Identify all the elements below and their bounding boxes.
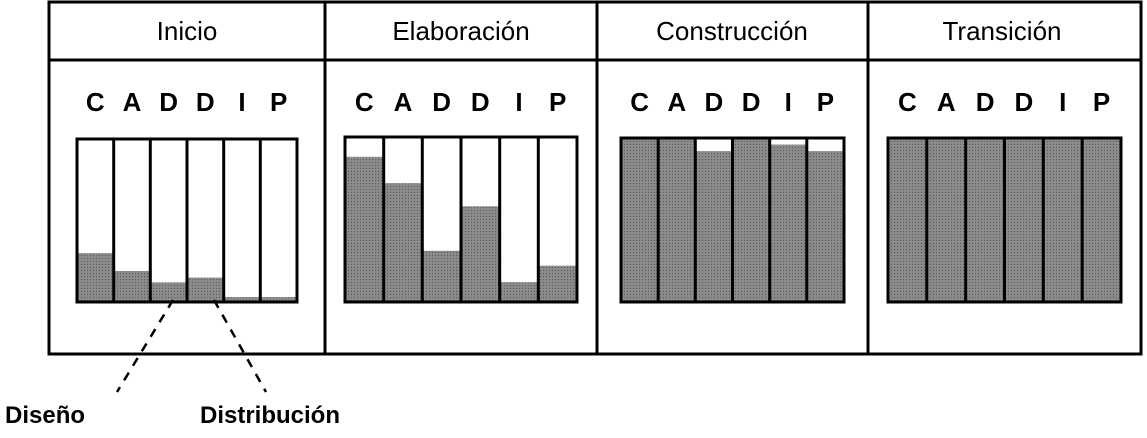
callout-label-distribution: Distribución (200, 402, 340, 429)
bar-construccion-1 (658, 138, 696, 302)
discipline-letter-construccion-2: D (705, 87, 724, 117)
bar-inicio-2 (150, 282, 187, 302)
discipline-letter-elaboracion-5: P (549, 87, 566, 117)
discipline-letter-transicion-5: P (1093, 87, 1110, 117)
phase-header-construccion: Construcción (656, 16, 808, 46)
discipline-letter-inicio-2: D (159, 87, 178, 117)
bar-transicion-3 (1004, 138, 1044, 302)
discipline-letter-transicion-1: A (937, 87, 956, 117)
table-frame (47, 0, 1143, 356)
discipline-letter-inicio-5: P (270, 87, 287, 117)
bar-elaboracion-5 (538, 265, 577, 302)
bar-construccion-5 (806, 151, 844, 302)
discipline-letter-transicion-4: I (1059, 87, 1066, 117)
discipline-letter-transicion-2: D (976, 87, 995, 117)
bar-transicion-5 (1082, 138, 1121, 302)
bar-transicion-2 (965, 138, 1005, 302)
discipline-letter-construccion-1: A (667, 87, 686, 117)
discipline-letter-elaboracion-2: D (432, 87, 451, 117)
discipline-letter-construccion-5: P (817, 87, 834, 117)
bar-construccion-0 (621, 138, 659, 302)
bar-panel-border-inicio (75, 137, 299, 304)
discipline-letter-construccion-4: I (785, 87, 792, 117)
bar-inicio-4 (223, 297, 261, 302)
bar-panel-border-construccion (619, 136, 846, 304)
bar-elaboracion-3 (461, 206, 500, 302)
discipline-letter-transicion-3: D (1015, 87, 1034, 117)
discipline-letter-inicio-4: I (238, 87, 245, 117)
callout-label-design: Diseño (5, 402, 85, 429)
bar-inicio-3 (187, 277, 224, 302)
discipline-letter-inicio-3: D (196, 87, 215, 117)
discipline-letter-inicio-1: A (123, 87, 142, 117)
discipline-letter-inicio-0: C (86, 87, 105, 117)
bar-construccion-3 (732, 138, 770, 302)
phase-header-transicion: Transición (943, 16, 1062, 46)
discipline-letter-elaboracion-1: A (394, 87, 413, 117)
bar-construccion-2 (695, 151, 733, 302)
phase-header-elaboracion: Elaboración (392, 16, 529, 46)
callout-line-design (115, 299, 175, 393)
bar-transicion-0 (888, 138, 927, 302)
bar-transicion-4 (1043, 138, 1083, 302)
discipline-letter-elaboracion-4: I (515, 87, 522, 117)
bar-inicio-0 (77, 253, 114, 302)
bar-panel-border-elaboracion (343, 135, 579, 304)
phase-header-inicio: Inicio (157, 16, 218, 46)
callout-line-distribution (212, 299, 268, 393)
discipline-letter-elaboracion-0: C (355, 87, 374, 117)
bar-elaboracion-1 (383, 183, 423, 302)
bar-panel-border-transicion (886, 136, 1123, 304)
bar-elaboracion-0 (345, 156, 384, 302)
bar-transicion-1 (926, 138, 966, 302)
discipline-letter-transicion-0: C (898, 87, 917, 117)
discipline-letter-construccion-0: C (630, 87, 649, 117)
discipline-letter-elaboracion-3: D (471, 87, 490, 117)
bar-inicio-1 (113, 271, 151, 302)
discipline-letter-construccion-3: D (742, 87, 761, 117)
bar-elaboracion-4 (499, 282, 539, 302)
bar-elaboracion-2 (422, 250, 461, 302)
bar-inicio-5 (260, 297, 297, 302)
callout-lines (115, 299, 268, 393)
bar-construccion-4 (769, 144, 807, 302)
